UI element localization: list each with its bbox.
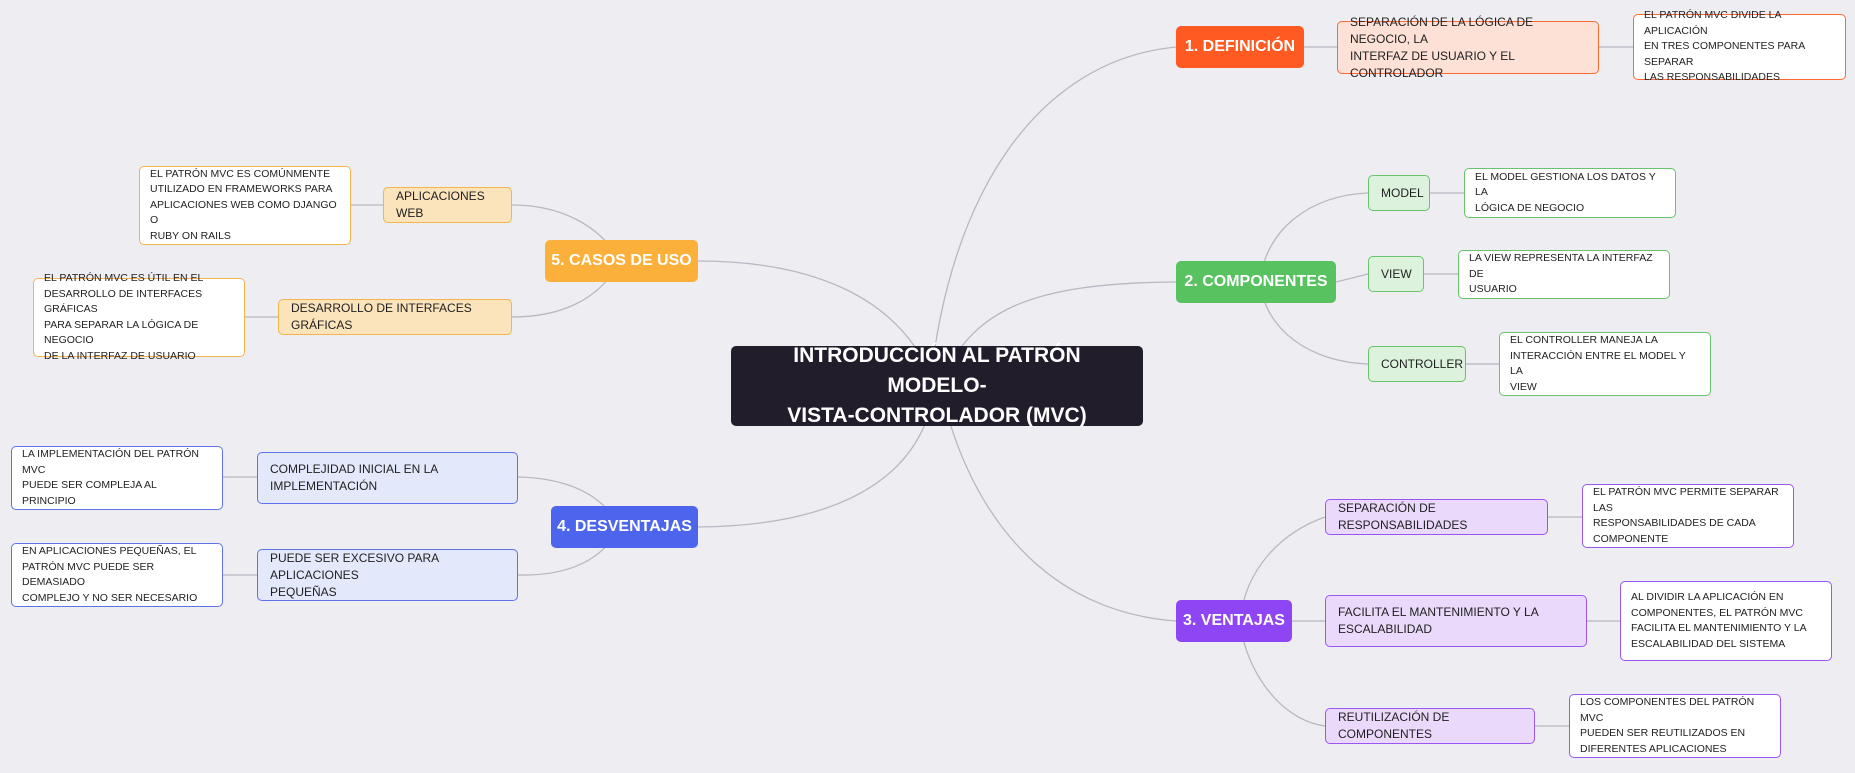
view-detail-line1: LA VIEW REPRESENTA LA INTERFAZ DE <box>1469 252 1653 280</box>
desventajas-item2-line1: PUEDE SER EXCESIVO PARA APLICACIONES <box>270 550 439 582</box>
ven-item3-detail-line3: DIFERENTES APLICACIONES <box>1580 742 1727 755</box>
componentes-view-detail[interactable]: LA VIEW REPRESENTA LA INTERFAZ DE USUARI… <box>1458 250 1670 299</box>
des-item1-detail-line1: LA IMPLEMENTACIÓN DEL PATRÓN MVC <box>22 448 199 476</box>
componentes-view[interactable]: VIEW <box>1368 256 1424 292</box>
casos-item2-detail[interactable]: EL PATRÓN MVC ES ÚTIL EN EL DESARROLLO D… <box>33 272 245 362</box>
view-detail-line2: USUARIO <box>1469 283 1517 296</box>
componentes-controller-detail[interactable]: EL CONTROLLER MANEJA LA INTERACCIÓN ENTR… <box>1499 332 1711 396</box>
branch-casos-title: 5. CASOS DE USO <box>551 252 692 269</box>
controller-detail-line1: EL CONTROLLER MANEJA LA <box>1510 334 1658 346</box>
branch-componentes[interactable]: 2. COMPONENTES <box>1176 261 1336 303</box>
central-topic[interactable]: INTRODUCCIÓN AL PATRÓN MODELO- VISTA-CON… <box>731 344 1143 427</box>
controller-detail-line2: INTERACCIÓN ENTRE EL MODEL Y LA <box>1510 349 1686 378</box>
branch-casos-de-uso[interactable]: 5. CASOS DE USO <box>545 240 698 282</box>
desventajas-item2-line2: PEQUEÑAS <box>270 584 337 599</box>
cas-item1-detail-line3: APLICACIONES WEB COMO DJANGO O <box>150 198 337 227</box>
model-detail-line1: EL MODEL GESTIONA LOS DATOS Y LA <box>1475 170 1656 199</box>
casos-item1-detail[interactable]: EL PATRÓN MVC ES COMÚNMENTE UTILIZADO EN… <box>139 166 351 245</box>
definicion-detail-line3: LAS RESPONSABILIDADES <box>1644 71 1780 84</box>
casos-item2[interactable]: DESARROLLO DE INTERFACES GRÁFICAS <box>278 299 512 335</box>
des-item2-detail-line2: PATRÓN MVC PUEDE SER DEMASIADO <box>22 560 155 589</box>
desventajas-item2-detail[interactable]: EN APLICACIONES PEQUEÑAS, EL PATRÓN MVC … <box>11 543 223 607</box>
branch-desventajas[interactable]: 4. DESVENTAJAS <box>551 506 698 548</box>
branch-definicion[interactable]: 1. DEFINICIÓN <box>1176 26 1304 68</box>
ventajas-item2[interactable]: FACILITA EL MANTENIMIENTO Y LA ESCALABIL… <box>1325 595 1587 647</box>
definicion-detail-line1: EL PATRÓN MVC DIVIDE LA APLICACIÓN <box>1644 9 1781 37</box>
cas-item2-detail-line4: DE LA INTERFAZ DE USUARIO <box>44 349 196 362</box>
ventajas-item2-line2: ESCALABILIDAD <box>1338 622 1433 636</box>
desventajas-item1[interactable]: COMPLEJIDAD INICIAL EN LA IMPLEMENTACIÓN <box>257 452 518 504</box>
des-item2-detail-line1: EN APLICACIONES PEQUEÑAS, EL <box>22 545 197 557</box>
ventajas-item2-line1: FACILITA EL MANTENIMIENTO Y LA <box>1338 605 1539 619</box>
link-center-desventajas <box>697 385 936 528</box>
ventajas-item1[interactable]: SEPARACIÓN DE RESPONSABILIDADES <box>1325 499 1548 535</box>
branch-definicion-title: 1. DEFINICIÓN <box>1184 38 1296 55</box>
componentes-controller[interactable]: CONTROLLER <box>1368 346 1466 382</box>
cas-item2-detail-line1: EL PATRÓN MVC ES ÚTIL EN EL <box>44 272 204 284</box>
casos-item1-label: APLICACIONES WEB <box>396 189 485 220</box>
branch-ventajas[interactable]: 3. VENTAJAS <box>1176 600 1292 642</box>
casos-item2-label: DESARROLLO DE INTERFACES GRÁFICAS <box>291 301 472 332</box>
componentes-controller-label: CONTROLLER <box>1381 356 1464 371</box>
ventajas-item1-detail[interactable]: EL PATRÓN MVC PERMITE SEPARAR LAS RESPON… <box>1582 484 1794 548</box>
cas-item1-detail-line2: UTILIZADO EN FRAMEWORKS PARA <box>150 183 333 196</box>
ven-item2-detail-line4: ESCALABILIDAD DEL SISTEMA <box>1631 637 1786 650</box>
model-detail-line2: LÓGICA DE NEGOCIO <box>1475 201 1585 214</box>
controller-detail-line3: VIEW <box>1510 380 1537 393</box>
link-center-ventajas <box>939 385 1177 622</box>
desventajas-item1-line2: IMPLEMENTACIÓN <box>270 479 378 493</box>
componentes-view-label: VIEW <box>1381 266 1412 281</box>
des-item2-detail-line3: COMPLEJO Y NO SER NECESARIO <box>22 591 198 604</box>
branch-ventajas-title: 3. VENTAJAS <box>1183 612 1285 629</box>
central-topic-line1: INTRODUCCIÓN AL PATRÓN MODELO- <box>793 344 1081 397</box>
cas-item1-detail-line4: RUBY ON RAILS <box>150 229 231 242</box>
link-center-definicion <box>929 46 1177 387</box>
ven-item3-detail-line2: PUEDEN SER REUTILIZADOS EN <box>1580 727 1746 739</box>
componentes-model[interactable]: MODEL <box>1368 175 1430 211</box>
cas-item2-detail-line3: PARA SEPARAR LA LÓGICA DE NEGOCIO <box>44 318 199 347</box>
definicion-sub[interactable]: SEPARACIÓN DE LA LÓGICA DE NEGOCIO, LA I… <box>1337 15 1599 80</box>
definicion-detail-line2: EN TRES COMPONENTES PARA SEPARAR <box>1644 40 1805 68</box>
ventajas-item2-detail[interactable]: AL DIVIDIR LA APLICACIÓN EN COMPONENTES,… <box>1620 581 1832 661</box>
ven-item2-detail-line3: FACILITA EL MANTENIMIENTO Y LA <box>1631 622 1807 634</box>
ven-item1-detail-line3: COMPONENTE <box>1593 532 1669 545</box>
cas-item2-detail-line2: DESARROLLO DE INTERFACES GRÁFICAS <box>44 287 203 316</box>
definicion-sub-line1: SEPARACIÓN DE LA LÓGICA DE NEGOCIO, LA <box>1350 14 1534 46</box>
ven-item3-detail-line1: LOS COMPONENTES DEL PATRÓN MVC <box>1580 696 1755 724</box>
ven-item1-detail-line2: RESPONSABILIDADES DE CADA <box>1593 517 1756 529</box>
ventajas-item3[interactable]: REUTILIZACIÓN DE COMPONENTES <box>1325 708 1535 744</box>
des-item1-detail-line2: PUEDE SER COMPLEJA AL PRINCIPIO <box>22 479 157 507</box>
ven-item1-detail-line1: EL PATRÓN MVC PERMITE SEPARAR LAS <box>1593 486 1779 514</box>
link-comp-view <box>1335 273 1369 283</box>
desventajas-item1-detail[interactable]: LA IMPLEMENTACIÓN DEL PATRÓN MVC PUEDE S… <box>11 446 223 510</box>
central-topic-line2: VISTA-CONTROLADOR (MVC) <box>787 404 1087 427</box>
branch-desventajas-title: 4. DESVENTAJAS <box>557 518 692 535</box>
definicion-detail[interactable]: EL PATRÓN MVC DIVIDE LA APLICACIÓN EN TR… <box>1633 9 1846 83</box>
cas-item1-detail-line1: EL PATRÓN MVC ES COMÚNMENTE <box>150 167 331 180</box>
ven-item2-detail-line2: COMPONENTES, EL PATRÓN MVC <box>1631 606 1803 619</box>
ven-item2-detail-line1: AL DIVIDIR LA APLICACIÓN EN <box>1631 591 1784 603</box>
branch-componentes-title: 2. COMPONENTES <box>1184 273 1328 290</box>
ventajas-item3-detail[interactable]: LOS COMPONENTES DEL PATRÓN MVC PUEDEN SE… <box>1569 694 1781 758</box>
ventajas-item1-label: SEPARACIÓN DE RESPONSABILIDADES <box>1338 501 1468 532</box>
componentes-model-label: MODEL <box>1381 185 1424 200</box>
ventajas-item3-label: REUTILIZACIÓN DE COMPONENTES <box>1338 710 1450 741</box>
desventajas-item2[interactable]: PUEDE SER EXCESIVO PARA APLICACIONES PEQ… <box>257 549 518 601</box>
componentes-model-detail[interactable]: EL MODEL GESTIONA LOS DATOS Y LA LÓGICA … <box>1464 168 1676 218</box>
casos-item1[interactable]: APLICACIONES WEB <box>383 187 512 223</box>
desventajas-item1-line1: COMPLEJIDAD INICIAL EN LA <box>270 462 439 476</box>
definicion-sub-line2: INTERFAZ DE USUARIO Y EL CONTROLADOR <box>1350 48 1515 80</box>
